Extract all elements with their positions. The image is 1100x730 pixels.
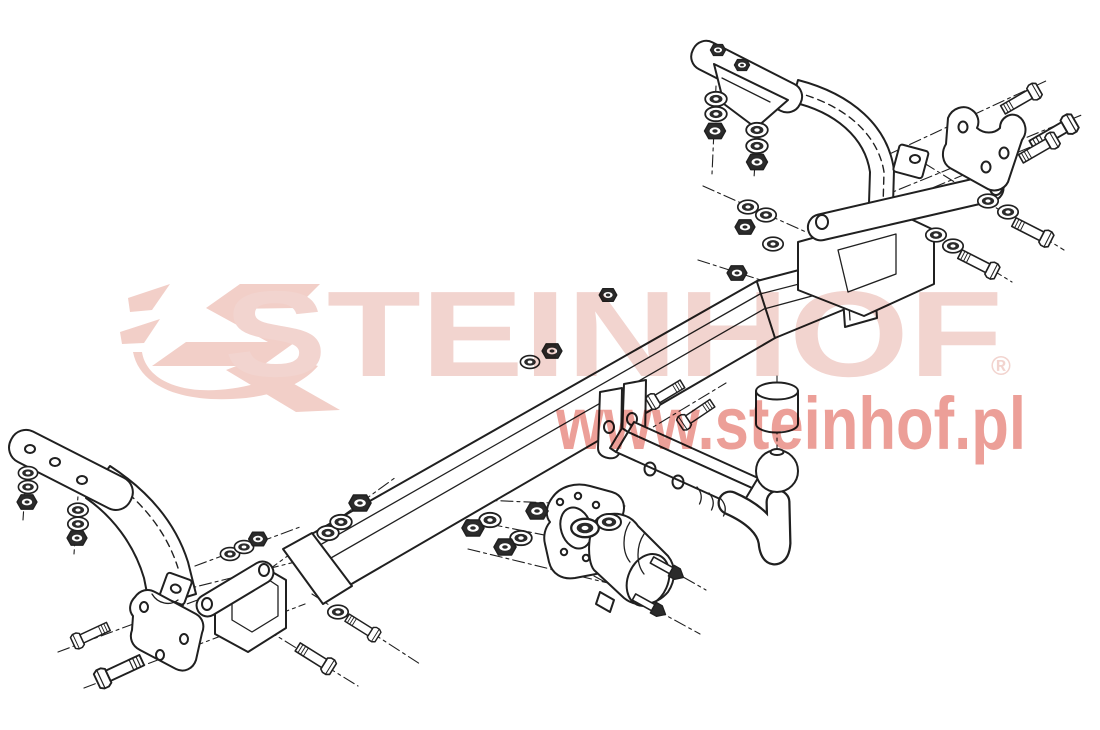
mounting-plate	[941, 106, 1027, 192]
right-bracket-assembly	[690, 39, 1027, 317]
website-watermark-text: www.steinhof.pl	[555, 382, 1026, 465]
watermark: STEINHOF ® www.steinhof.pl	[120, 266, 1026, 465]
socket-housing	[588, 512, 675, 606]
left-bracket-assembly	[8, 428, 287, 672]
ball-cap	[755, 390, 799, 434]
tow-ball-arm	[609, 381, 799, 566]
line-art	[8, 39, 1085, 691]
registered-trademark: ®	[991, 351, 1011, 381]
steinhof-logo-icon	[120, 284, 340, 412]
link-arm	[195, 560, 275, 618]
socket-assembly	[543, 483, 688, 621]
brand-watermark-text: STEINHOF	[224, 266, 1003, 402]
mounting-plate	[129, 588, 205, 672]
